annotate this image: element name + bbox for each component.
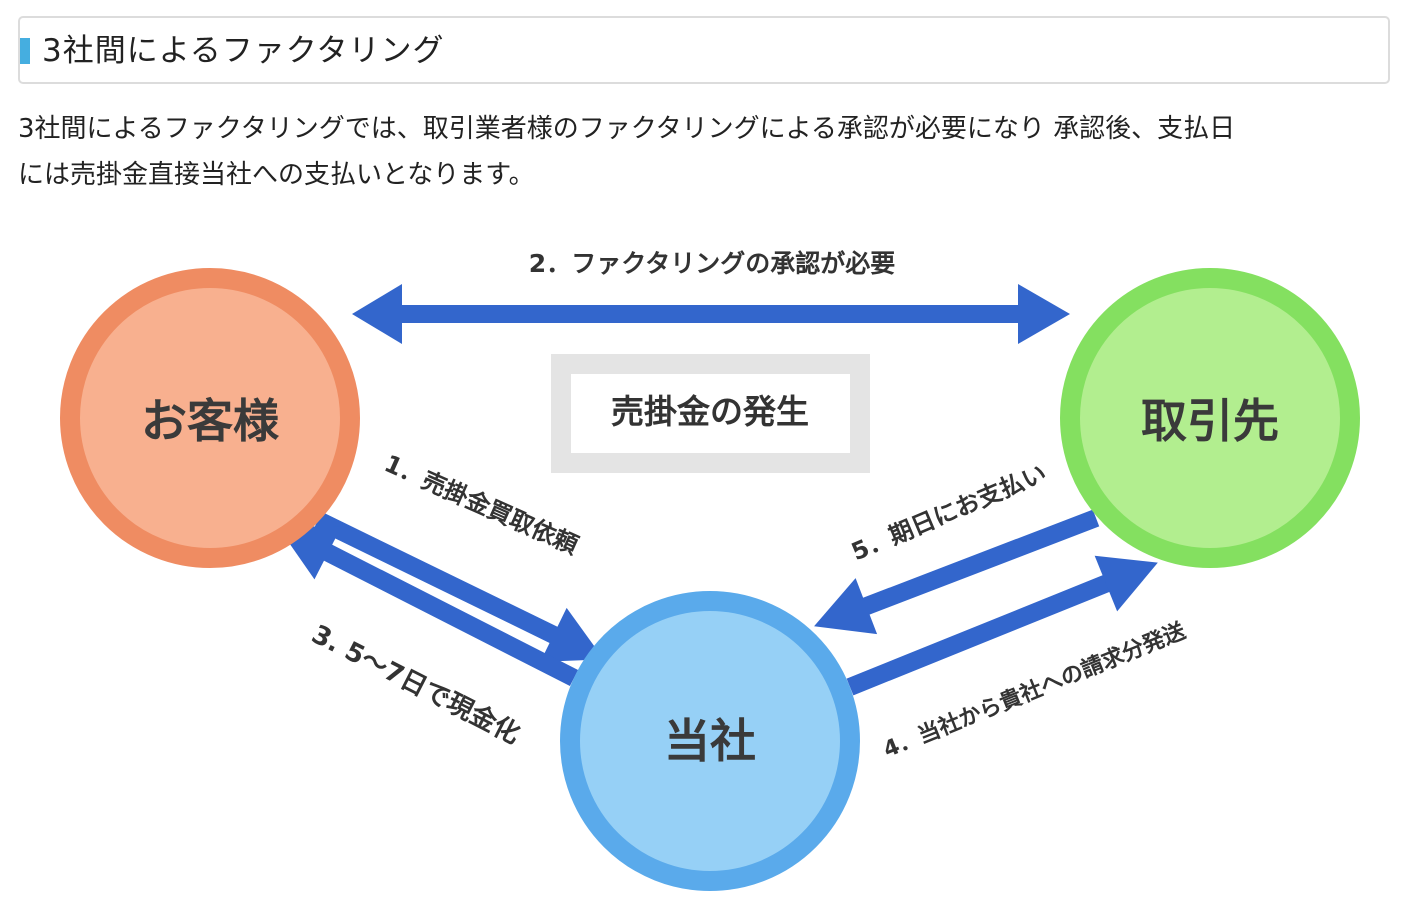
receivable-box-label: 売掛金の発生 — [611, 392, 809, 431]
arrow-step-5 — [814, 509, 1100, 635]
intro-line-2: には売掛金直接当社への支払いとなります。 — [18, 160, 535, 190]
step-2-label: 2．ファクタリングの承認が必要 — [529, 249, 895, 278]
section-title: 3社間によるファクタリング — [42, 33, 445, 69]
company-node: 当社 — [560, 591, 860, 891]
arrow-step-2 — [352, 284, 1070, 344]
arrow-step-1 — [314, 511, 604, 662]
intro-paragraph: 3社間によるファクタリングでは、取引業者様のファクタリングによる承認が必要になり… — [18, 106, 1398, 198]
receivable-box: 売掛金の発生 — [551, 354, 870, 473]
heading-accent-bar — [20, 38, 30, 64]
intro-line-1: 3社間によるファクタリングでは、取引業者様のファクタリングによる承認が必要になり… — [18, 114, 1236, 144]
partner-label: 取引先 — [1141, 394, 1279, 448]
arrow-step-4 — [846, 555, 1158, 696]
section-heading: 3社間によるファクタリング — [18, 16, 1390, 84]
partner-node: 取引先 — [1060, 268, 1360, 568]
company-label: 当社 — [664, 714, 756, 768]
customer-node: お客様 — [60, 268, 360, 568]
customer-label: お客様 — [141, 394, 280, 448]
step-4-label: 4．当社から貴社への請求分発送 — [880, 618, 1190, 763]
